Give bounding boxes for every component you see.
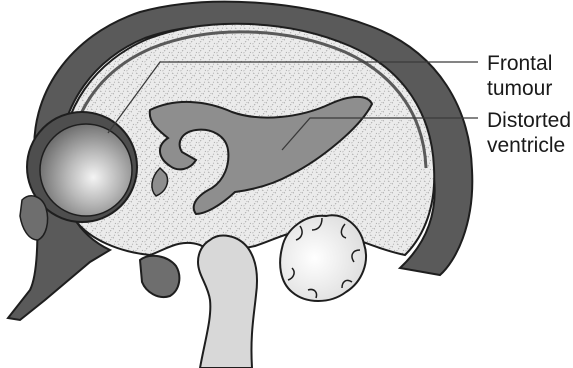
- distorted-ventricle-label-line2: ventricle: [487, 134, 565, 157]
- distorted-ventricle-label-line1: Distorted: [487, 109, 571, 132]
- tumour-core: [40, 124, 132, 216]
- frontal-tumour-label-line2: tumour: [487, 77, 552, 100]
- brainstem: [198, 236, 257, 368]
- sinus: [20, 196, 48, 240]
- cerebellum: [280, 215, 366, 301]
- pituitary-region: [140, 256, 179, 297]
- frontal-tumour-label-line1: Frontal: [487, 52, 552, 75]
